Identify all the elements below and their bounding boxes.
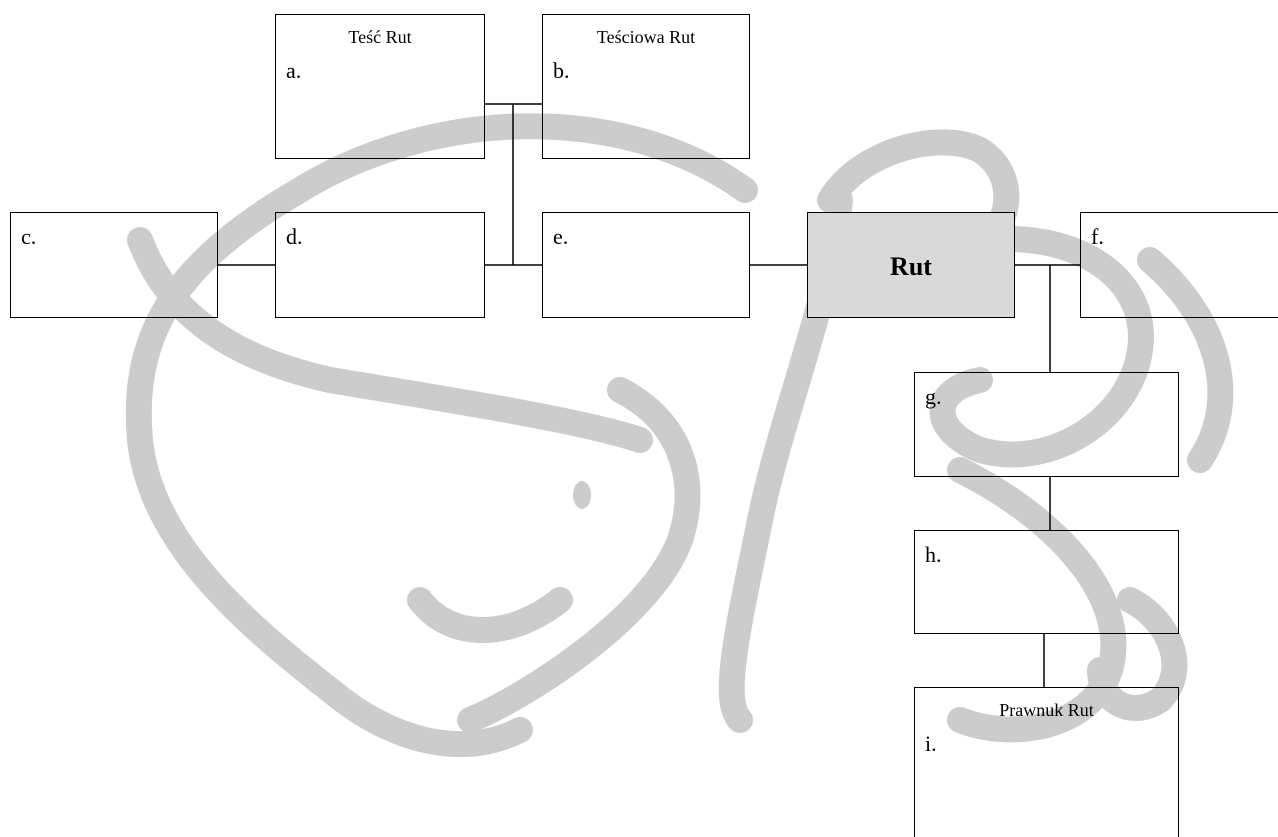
node-f-letter: f. [1091,225,1104,249]
node-rut-name: Rut [808,253,1014,281]
node-b-caption: Teściowa Rut [543,27,749,47]
node-c: c. [10,212,218,318]
node-a-father-in-law: Teść Rut a. [275,14,485,159]
node-h-letter: h. [925,543,942,567]
node-a-caption: Teść Rut [276,27,484,47]
node-rut-center: Rut [807,212,1015,318]
node-g-letter: g. [925,385,942,409]
node-d: d. [275,212,485,318]
node-a-letter: a. [286,59,301,83]
node-i-caption: Prawnuk Rut [915,700,1178,720]
node-e-letter: e. [553,225,568,249]
node-f: f. [1080,212,1278,318]
node-i-letter: i. [925,732,937,756]
node-d-letter: d. [286,225,303,249]
node-b-letter: b. [553,59,570,83]
node-e: e. [542,212,750,318]
node-c-letter: c. [21,225,36,249]
node-h: h. [914,530,1179,634]
node-i-great-grandson: Prawnuk Rut i. [914,687,1179,837]
node-g: g. [914,372,1179,477]
node-b-mother-in-law: Teściowa Rut b. [542,14,750,159]
